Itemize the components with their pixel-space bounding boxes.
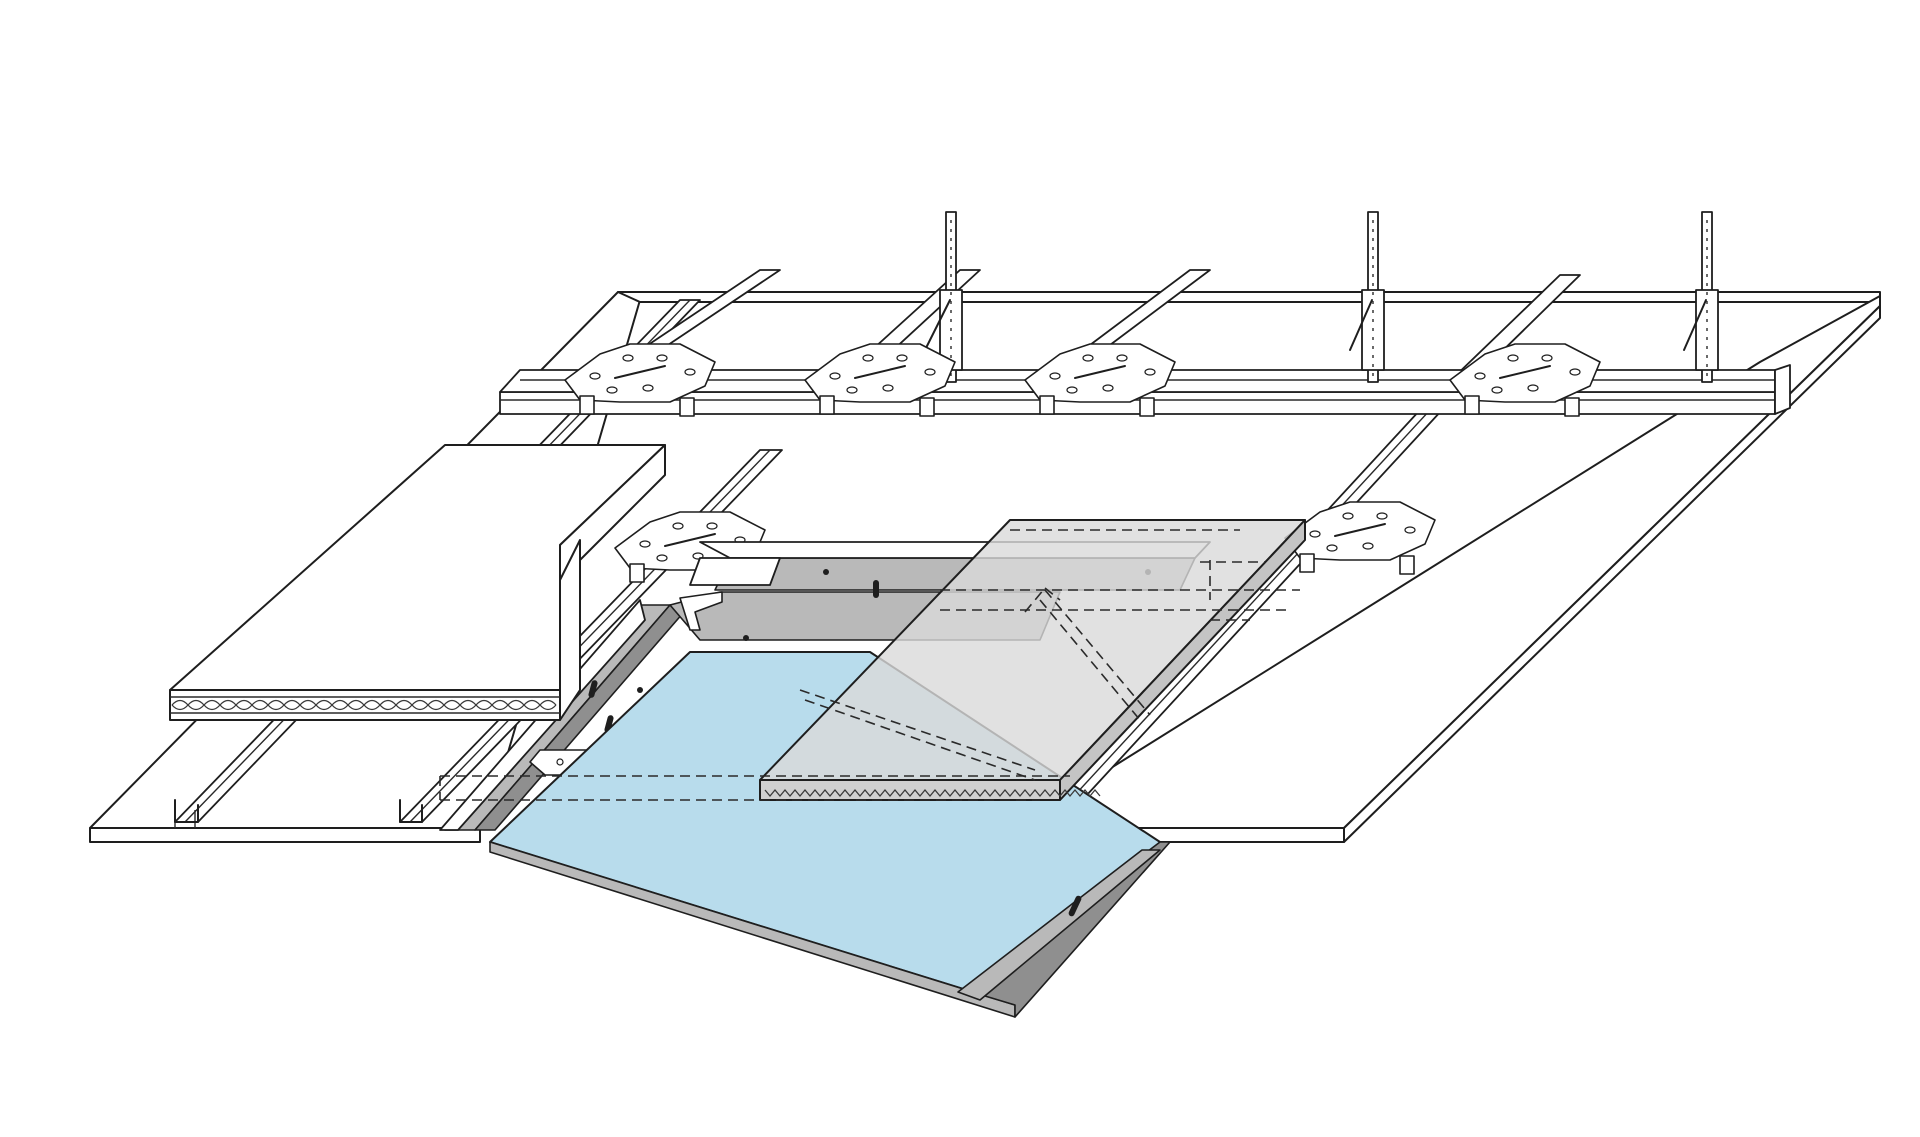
hanger-rod-1 xyxy=(924,211,963,383)
slab-top xyxy=(169,444,666,691)
board-left-front-edge xyxy=(89,827,481,843)
insulation-tile xyxy=(439,519,1306,801)
mineral-wool-slab xyxy=(169,444,666,721)
hanger-rod-3 xyxy=(1683,211,1719,383)
channel-rear-b xyxy=(1089,269,1211,346)
board-right-side-edge xyxy=(1343,305,1881,843)
channel-rear-a xyxy=(647,269,781,346)
cross-connector-4 xyxy=(1449,343,1601,417)
cross-connector-6 xyxy=(1284,501,1436,575)
cross-connector-3 xyxy=(1024,343,1176,417)
insulation-tile-side xyxy=(1059,519,1306,801)
board-back-edge xyxy=(617,291,1881,303)
hanger-rod-2 xyxy=(1349,211,1385,383)
slab-front xyxy=(169,689,561,721)
hanger-rods xyxy=(924,211,1719,383)
cross-connector-2 xyxy=(804,343,956,417)
cross-connector-1 xyxy=(564,343,716,417)
